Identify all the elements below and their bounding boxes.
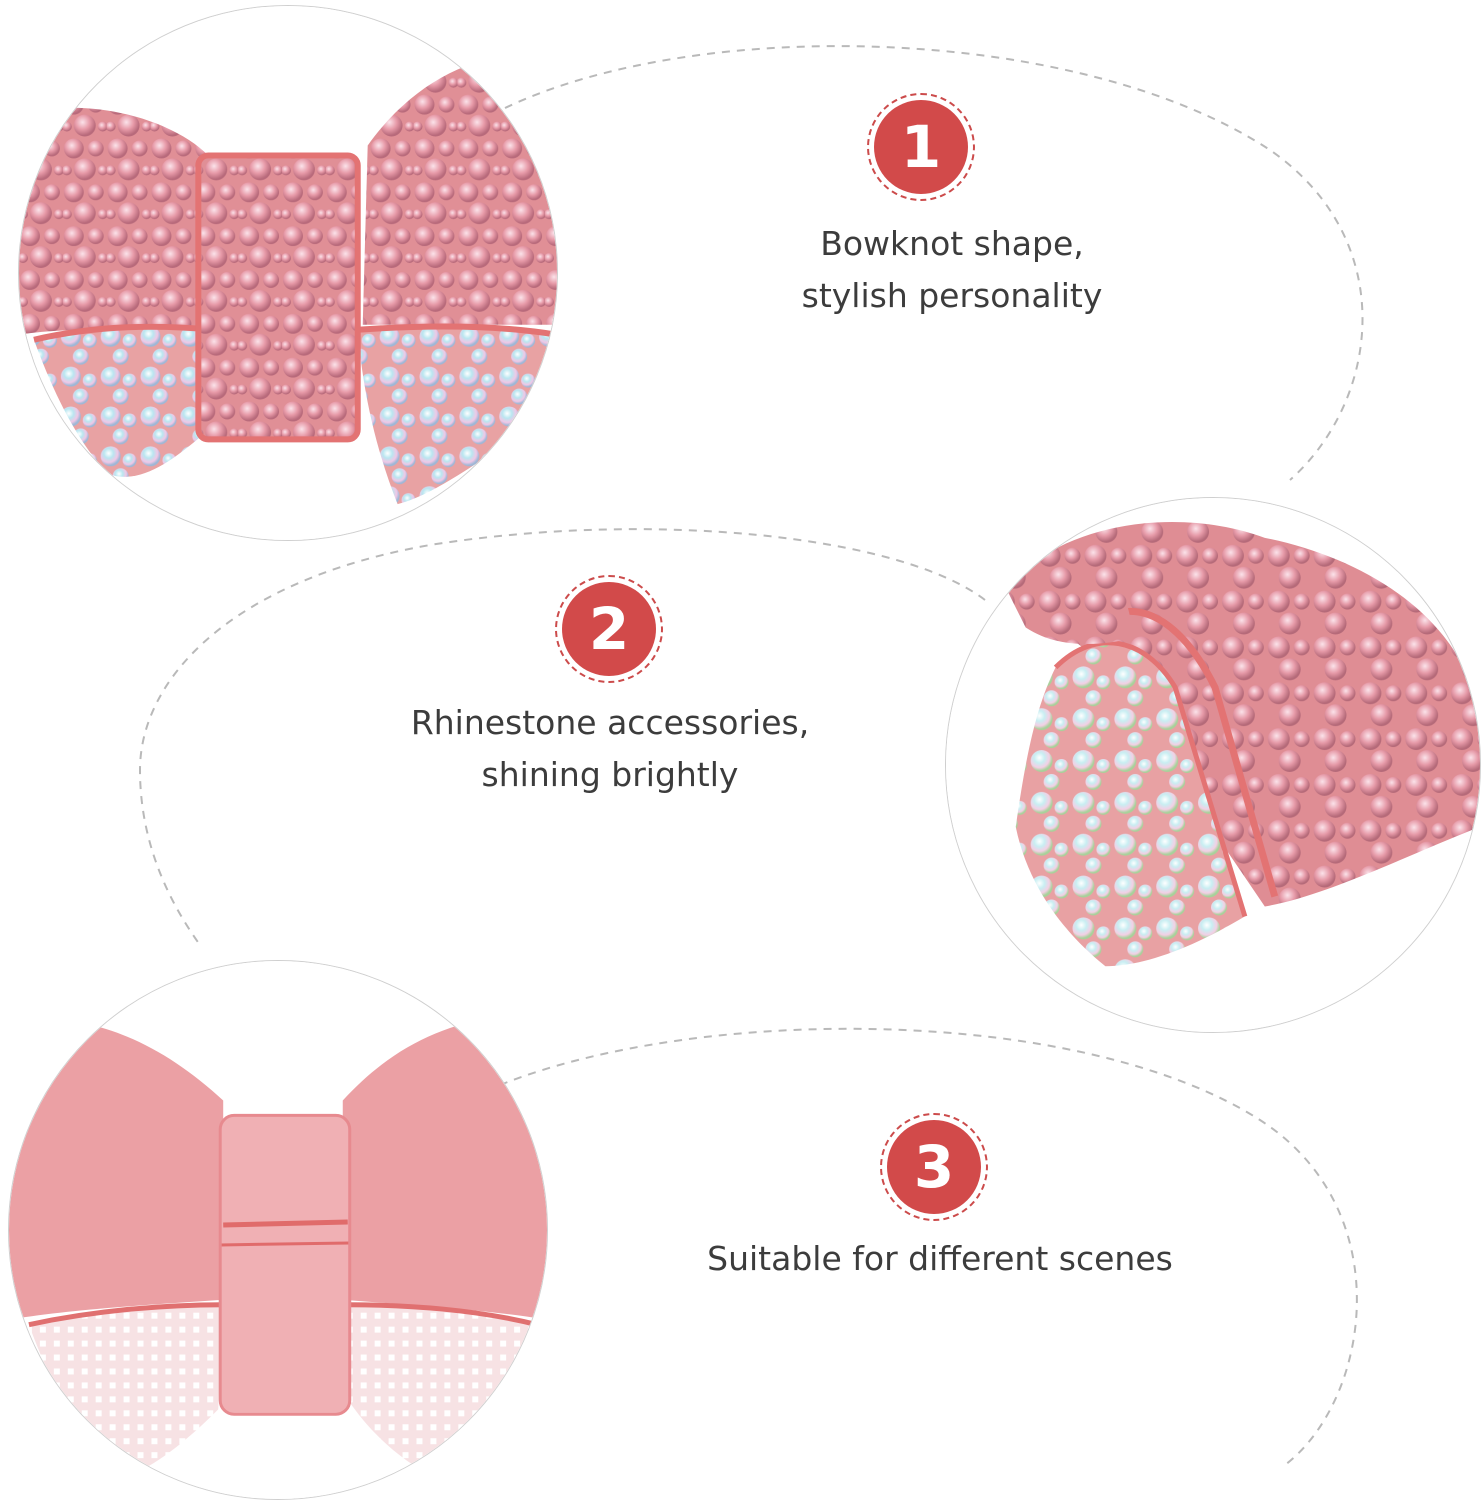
arc-feature-2 (138, 528, 986, 946)
feature-1-number: 1 (874, 100, 968, 194)
feature-3-caption: Suitable for different scenes (690, 1233, 1190, 1285)
feature-1-caption-line-1: Bowknot shape, (820, 224, 1084, 263)
photo-rhinestone-closeup (945, 497, 1481, 1033)
feature-1-number-badge: 1 (867, 93, 975, 201)
bow-back-side-icon (9, 961, 547, 1499)
photo-bowknot-front (18, 5, 558, 541)
feature-2-caption-line-2: shining brightly (481, 755, 739, 794)
feature-2-caption: Rhinestone accessories, shining brightly (390, 697, 830, 801)
feature-2-number: 2 (562, 582, 656, 676)
rhinestone-bow-front-icon (19, 6, 557, 540)
feature-2-caption-line-1: Rhinestone accessories, (410, 703, 810, 742)
feature-3-number: 3 (887, 1120, 981, 1214)
feature-2-number-badge: 2 (555, 575, 663, 683)
feature-1-caption: Bowknot shape, stylish personality (752, 218, 1152, 322)
rhinestone-bow-closeup-icon (946, 498, 1480, 1032)
feature-3-caption-line-1: Suitable for different scenes (707, 1239, 1173, 1278)
arc-feature-1 (504, 45, 1364, 481)
arc-feature-3 (499, 1027, 1358, 1466)
feature-3-number-badge: 3 (880, 1113, 988, 1221)
feature-1-caption-line-2: stylish personality (801, 276, 1103, 315)
photo-bow-back (8, 960, 548, 1500)
